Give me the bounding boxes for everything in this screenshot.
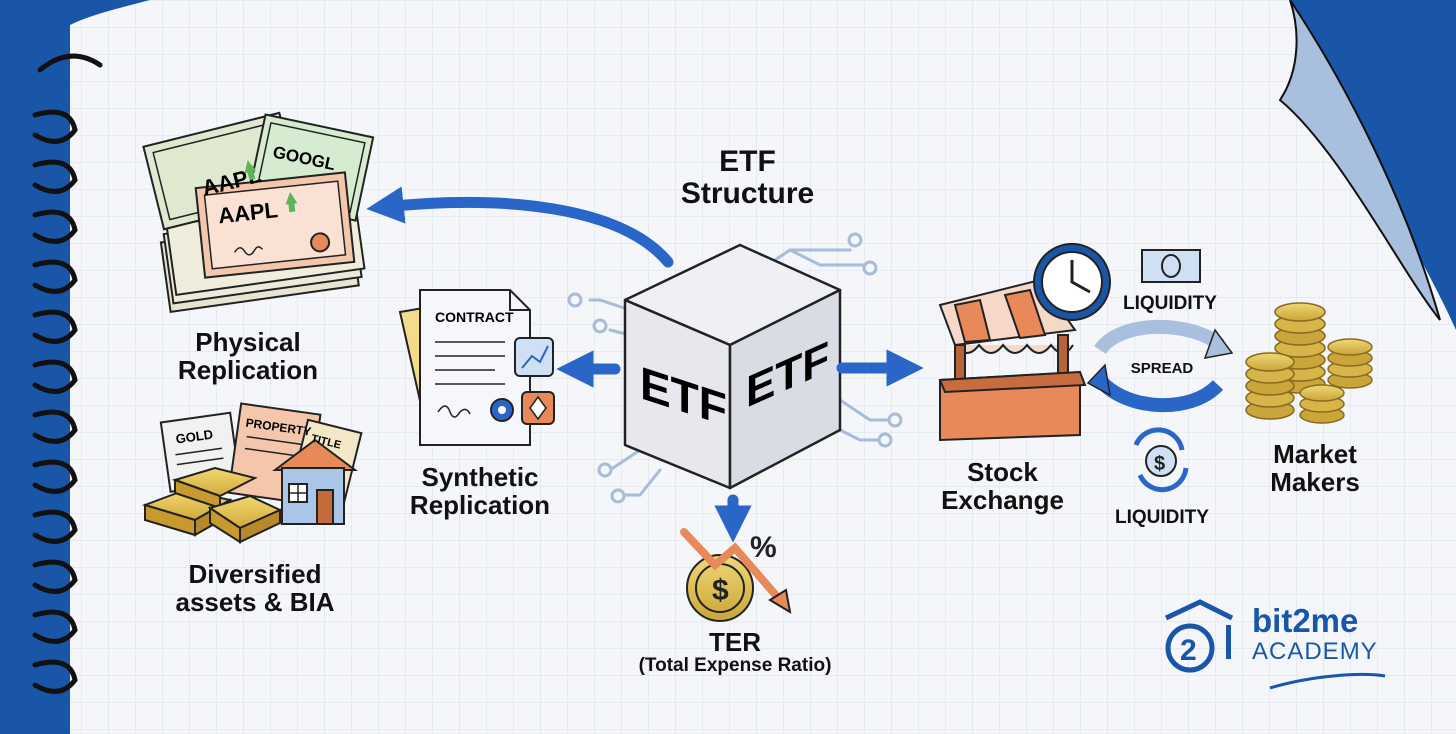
exchange-dollar-icon: $ — [1133, 427, 1189, 493]
contract-label: CONTRACT — [435, 309, 514, 325]
coin-stack-2 — [1245, 352, 1295, 420]
percent-symbol: % — [750, 531, 777, 564]
exchange-line1: Stock — [967, 457, 1038, 487]
up-arrow-icon — [285, 191, 298, 213]
corner-accent — [70, 0, 150, 25]
diversified-assets-label: Diversified assets & BIA — [150, 560, 360, 616]
circuit-traces — [567, 232, 903, 504]
synthetic-line1: Synthetic — [421, 462, 539, 492]
diversified-line1: Diversified — [188, 559, 322, 589]
spread-label: SPREAD — [1130, 360, 1194, 377]
physical-replication-label: Physical Replication — [158, 328, 338, 384]
coin-stacks-icon — [1245, 302, 1373, 424]
market-line1: Market — [1273, 439, 1357, 469]
cert-aapl-front: AAPL — [217, 197, 279, 228]
stock-exchange-label: Stock Exchange — [925, 458, 1080, 514]
dollar-icon: $ — [712, 574, 729, 607]
page-curl — [1278, 0, 1456, 330]
physical-line1: Physical — [195, 327, 301, 357]
physical-line2: Replication — [177, 355, 319, 386]
svg-text:$: $ — [1154, 453, 1165, 475]
logo-name: bit2me — [1252, 602, 1359, 639]
arrow-to-physical — [366, 186, 674, 268]
market-makers-label: Market Makers — [1245, 440, 1385, 496]
etf-cube — [623, 243, 842, 490]
ter-icon — [680, 528, 792, 622]
liquidity-cycle: $ — [1086, 249, 1234, 493]
logo-number: 2 — [1180, 634, 1197, 667]
bit2me-logo-icon — [1164, 599, 1386, 690]
title-line1: ETF — [719, 145, 776, 178]
coin-stack-3 — [1327, 338, 1373, 389]
logo-sub: ACADEMY — [1252, 637, 1378, 665]
market-line2: Makers — [1270, 467, 1360, 498]
liquidity-top-label: LIQUIDITY — [1123, 293, 1217, 314]
ter-subtitle: (Total Expense Ratio) — [638, 655, 832, 677]
coin-stack-1 — [1274, 302, 1326, 394]
diagram-title: ETF Structure — [650, 145, 845, 211]
liquidity-bottom-label: LIQUIDITY — [1115, 507, 1209, 528]
diversified-assets-icon — [141, 402, 363, 544]
certificates-icon — [142, 111, 375, 313]
stock-exchange-icon — [938, 243, 1111, 442]
exchange-line2: Exchange — [941, 485, 1064, 516]
title-line2: Structure — [680, 177, 815, 211]
ter-label: TER (Total Expense Ratio) — [600, 628, 870, 677]
ter-title: TER — [709, 627, 761, 657]
bit2me-logo: bit2me ACADEMY — [1252, 602, 1412, 665]
contract-icon — [398, 289, 555, 447]
spiral-binding — [32, 53, 103, 694]
up-arrow-icon — [244, 160, 257, 181]
coin-stack-4 — [1299, 384, 1345, 424]
diversified-line2: assets & BIA — [175, 587, 335, 618]
synthetic-line2: Replication — [409, 490, 551, 521]
synthetic-replication-label: Synthetic Replication — [395, 463, 565, 519]
flow-arrows — [366, 186, 924, 543]
doc-gold: GOLD — [175, 427, 214, 447]
